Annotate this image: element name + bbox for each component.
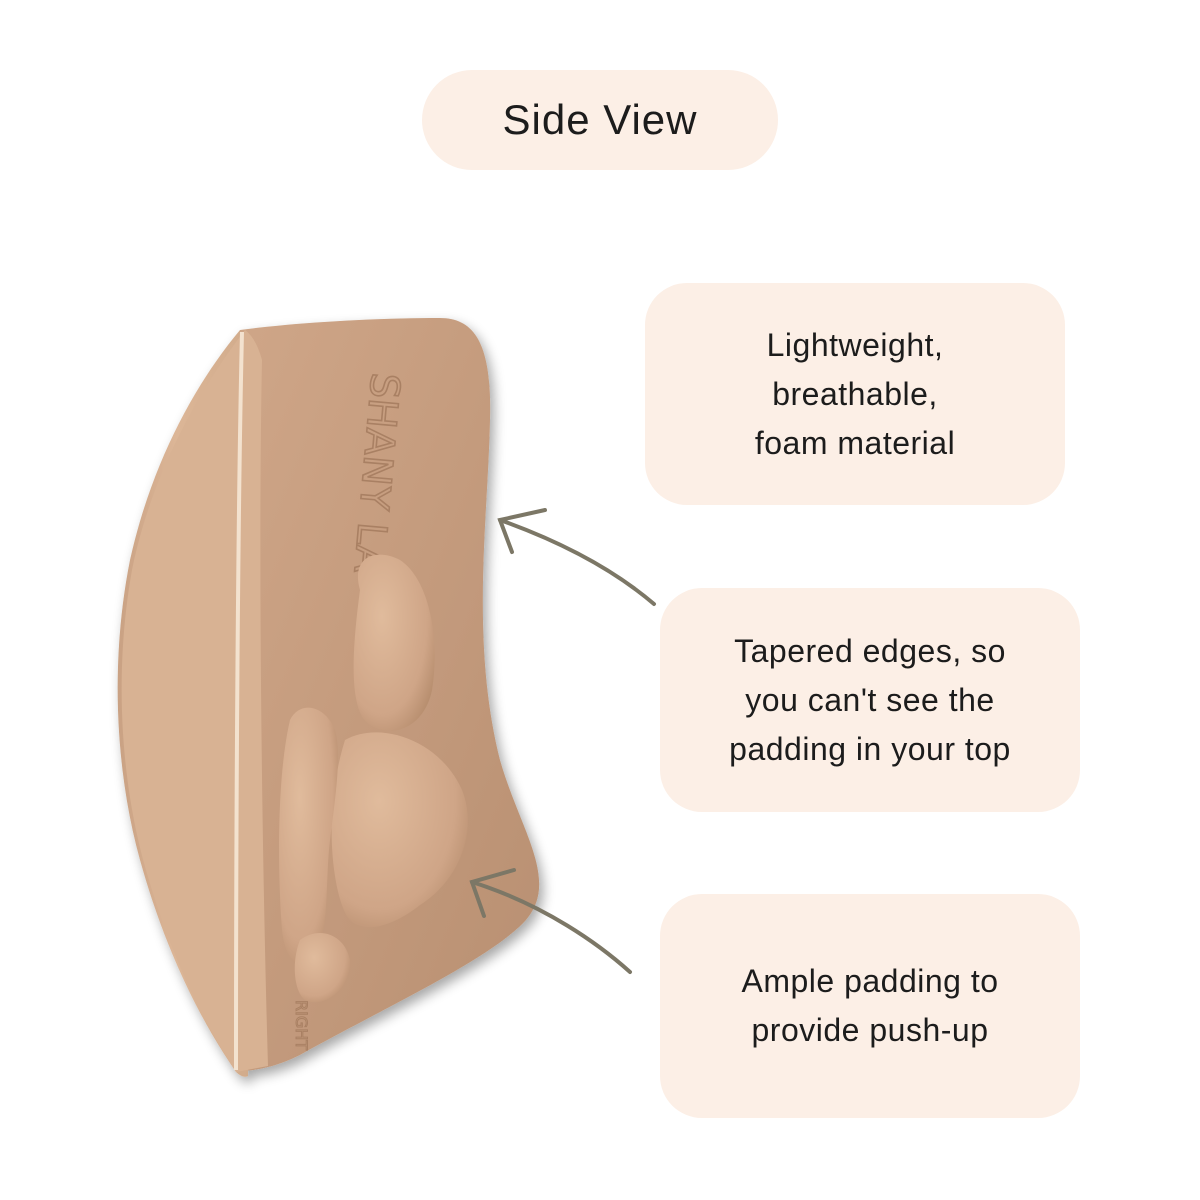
padding-bump-upper xyxy=(353,554,435,731)
padding-bump-middle xyxy=(331,732,468,928)
arrow-to-edge xyxy=(497,508,656,606)
callout-tapered-edges: Tapered edges, so you can't see the padd… xyxy=(660,588,1080,812)
padding-bump-left xyxy=(279,707,338,965)
callout-foam-material: Lightweight, breathable, foam material xyxy=(645,283,1065,505)
callout-ample-padding: Ample padding to provide push-up xyxy=(660,894,1080,1118)
embossed-side-text: RIGHT xyxy=(292,1000,311,1050)
padding-bump-lower xyxy=(294,932,351,1003)
foam-outer-body xyxy=(121,330,269,1072)
foam-rim-highlight xyxy=(234,331,244,1071)
arrow-to-padding xyxy=(469,868,632,974)
foam-pad: SHANY LA RIGHT xyxy=(117,318,540,1077)
page-title: Side View xyxy=(422,70,778,170)
